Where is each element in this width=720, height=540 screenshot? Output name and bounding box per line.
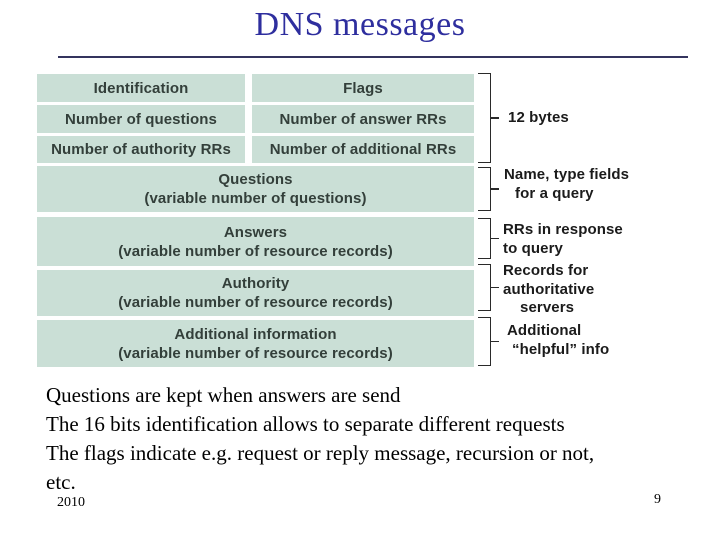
annotation-line: Name, type fields xyxy=(504,166,630,183)
footer-year: 2010 xyxy=(57,495,85,510)
annotation-line: Additional xyxy=(507,322,582,339)
section-cell-answers: Answers (variable number of resource rec… xyxy=(37,217,474,266)
section-cell-questions: Questions (variable number of questions) xyxy=(37,166,474,212)
field-cell-flags: Flags xyxy=(252,74,474,102)
section-title: Answers xyxy=(223,223,288,241)
section-subtitle: (variable number of resource records) xyxy=(118,294,393,311)
page-title: DNS messages xyxy=(254,6,466,43)
annotation-rrs-in-response: RRs in response to query xyxy=(503,221,623,258)
annotation-line: 12 bytes xyxy=(508,109,569,126)
section-title: Additional information xyxy=(174,325,337,343)
field-cell-number-of-authority-rrs: Number of authority RRs xyxy=(37,136,245,163)
section-cell-authority: Authority (variable number of resource r… xyxy=(37,270,474,316)
annotation-additional-helpful-info: Additional “helpful” info xyxy=(507,322,609,359)
note-line: The 16 bits identification allows to sep… xyxy=(46,412,565,436)
field-cell-number-of-additional-rrs: Number of additional RRs xyxy=(252,136,474,163)
section-title: Questions xyxy=(218,171,293,188)
bracket-answers xyxy=(478,218,499,259)
annotation-line: RRs in response xyxy=(503,221,623,238)
title-underline xyxy=(58,56,688,58)
bracket-authority xyxy=(478,264,499,311)
annotation-name-type-fields: Name, type fields for a query xyxy=(504,166,629,203)
section-subtitle: (variable number of resource records) xyxy=(118,344,393,362)
bracket-additional xyxy=(478,317,499,366)
annotation-line: to query xyxy=(503,239,563,257)
section-subtitle: (variable number of resource records) xyxy=(118,242,393,260)
section-subtitle: (variable number of questions) xyxy=(144,190,367,207)
bracket-12-bytes xyxy=(478,73,499,163)
notes-block: Questions are kept when answers are send… xyxy=(46,381,706,497)
field-cell-identification: Identification xyxy=(37,74,245,102)
annotation-line: for a query xyxy=(515,184,594,202)
bracket-questions xyxy=(478,167,499,211)
field-cell-number-of-answer-rrs: Number of answer RRs xyxy=(252,105,474,133)
section-cell-additional-information: Additional information (variable number … xyxy=(37,320,474,367)
section-title: Authority xyxy=(221,275,290,292)
note-line: etc. xyxy=(46,470,76,494)
annotation-records-authoritative: Records for authoritative servers xyxy=(503,262,594,318)
annotation-line: servers xyxy=(520,299,575,316)
field-cell-number-of-questions: Number of questions xyxy=(37,105,245,133)
page-number: 9 xyxy=(654,492,661,507)
note-line: The flags indicate e.g. request or reply… xyxy=(46,441,595,465)
note-line: Questions are kept when answers are send xyxy=(46,383,401,407)
annotation-line: authoritative xyxy=(503,280,595,298)
annotation-line: “helpful” info xyxy=(512,340,610,358)
annotation-12-bytes: 12 bytes xyxy=(508,109,569,128)
annotation-line: Records for xyxy=(503,262,589,279)
